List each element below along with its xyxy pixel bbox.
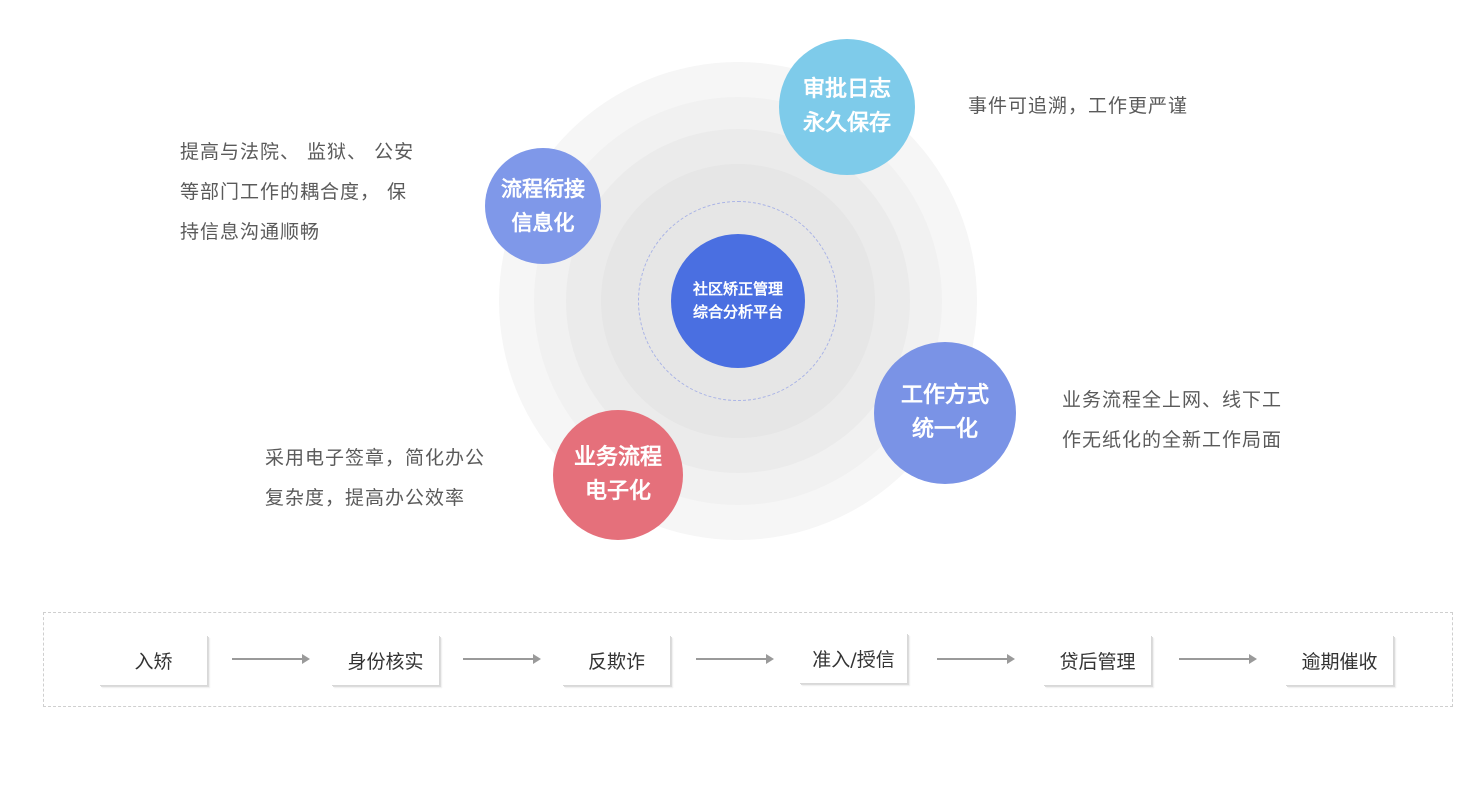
node-esign-line-2: 电子化: [585, 475, 651, 509]
flow-step-access-credit: 准入/授信: [800, 634, 908, 684]
node-link-line-2: 信息化: [512, 206, 575, 240]
node-link-line-1: 流程衔接: [501, 172, 585, 206]
flow-arrow-icon: [937, 658, 1011, 660]
desc-line: 持信息沟通顺畅: [180, 212, 450, 252]
flow-step-enroll: 入矫: [100, 636, 208, 686]
flow-arrow-icon: [1179, 658, 1253, 660]
center-line-2: 综合分析平台: [693, 301, 783, 324]
desc-process-link: 提高与法院、 监狱、 公安 等部门工作的耦合度， 保 持信息沟通顺畅: [180, 132, 450, 252]
node-approval-line-1: 审批日志: [803, 73, 891, 107]
node-unify-line-1: 工作方式: [901, 379, 989, 413]
center-platform-circle: 社区矫正管理 综合分析平台: [671, 234, 805, 368]
desc-line: 作无纸化的全新工作局面: [1062, 420, 1312, 460]
node-approval-line-2: 永久保存: [803, 107, 891, 141]
desc-approval-log: 事件可追溯，工作更严谨: [968, 86, 1268, 126]
desc-line: 业务流程全上网、线下工: [1062, 380, 1312, 420]
flow-step-post-loan: 贷后管理: [1044, 636, 1152, 686]
node-process-link: 流程衔接 信息化: [485, 148, 601, 264]
desc-e-process: 采用电子签章，简化办公 复杂度，提高办公效率: [265, 438, 515, 518]
flow-step-antifraud: 反欺诈: [563, 636, 671, 686]
node-unify-line-2: 统一化: [912, 413, 978, 447]
desc-line: 采用电子签章，简化办公: [265, 438, 515, 478]
center-line-1: 社区矫正管理: [693, 278, 783, 301]
node-esign-line-1: 业务流程: [574, 441, 662, 475]
flow-arrow-icon: [232, 658, 306, 660]
flow-arrow-icon: [696, 658, 770, 660]
desc-work-unify: 业务流程全上网、线下工 作无纸化的全新工作局面: [1062, 380, 1312, 460]
flow-step-collection: 逾期催收: [1286, 636, 1394, 686]
desc-line: 提高与法院、 监狱、 公安: [180, 132, 450, 172]
desc-line: 等部门工作的耦合度， 保: [180, 172, 450, 212]
node-e-process: 业务流程 电子化: [553, 410, 683, 540]
desc-line: 复杂度，提高办公效率: [265, 478, 515, 518]
node-approval-log: 审批日志 永久保存: [779, 39, 915, 175]
node-work-unify: 工作方式 统一化: [874, 342, 1016, 484]
flow-arrow-icon: [463, 658, 537, 660]
flow-step-identity: 身份核实: [332, 636, 440, 686]
desc-line: 事件可追溯，工作更严谨: [968, 86, 1268, 126]
